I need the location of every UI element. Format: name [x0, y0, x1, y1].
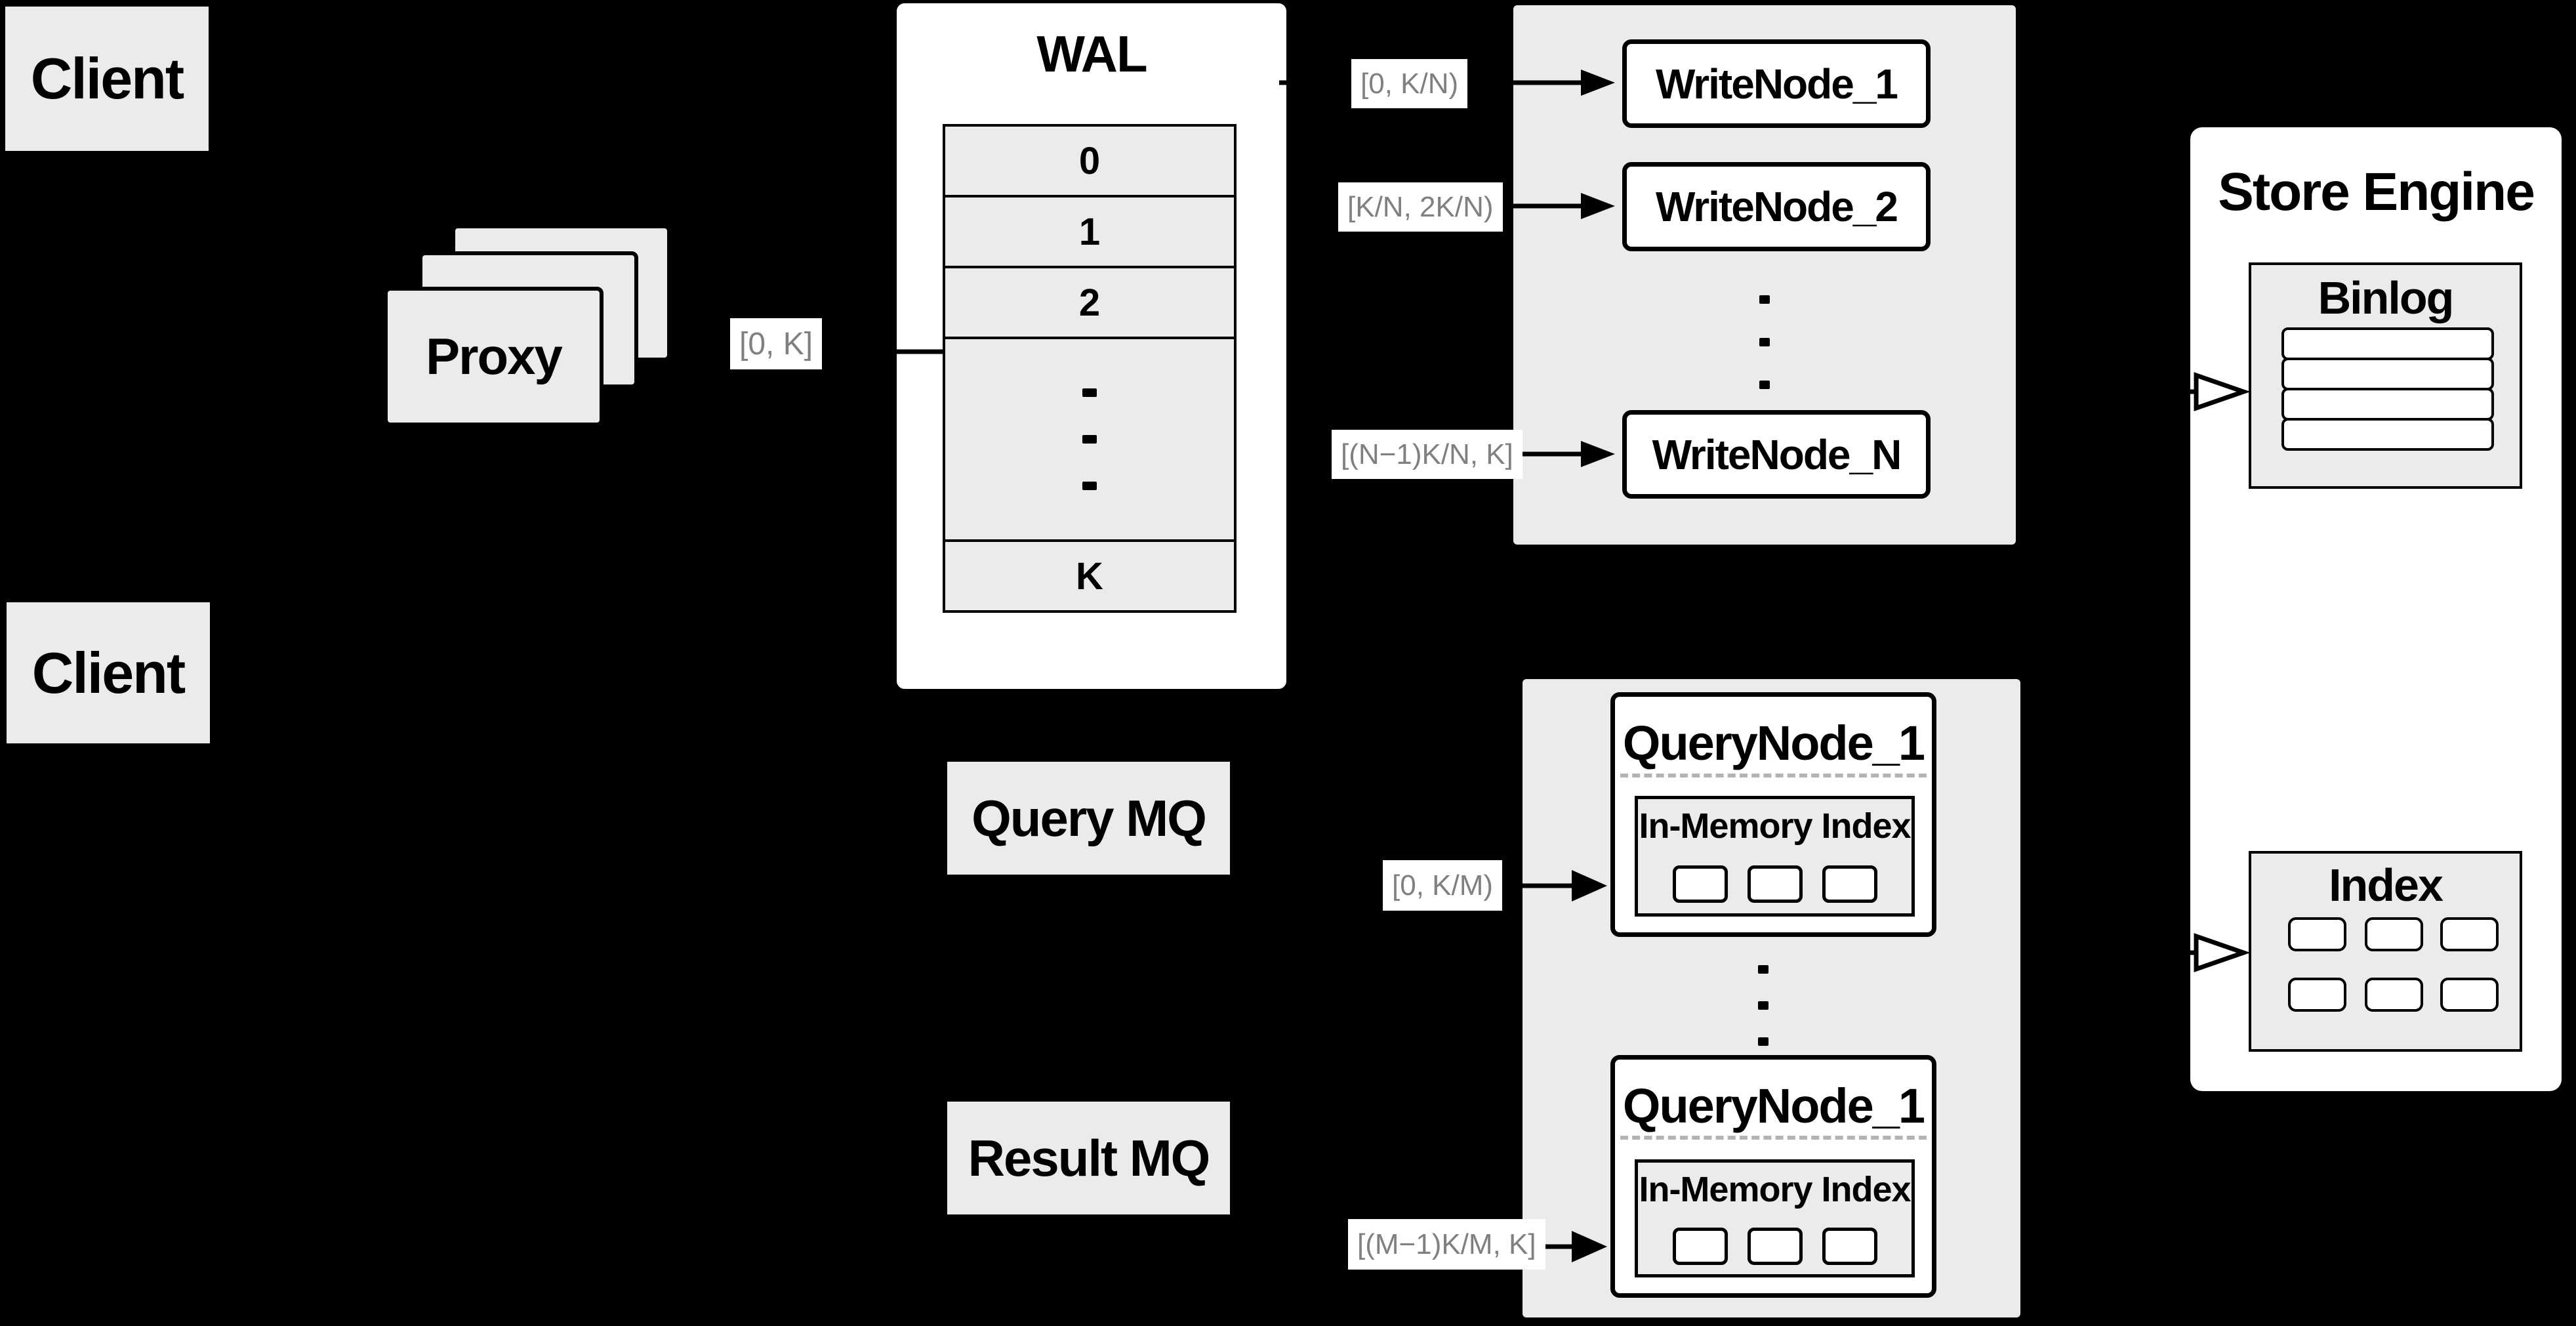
binlog-row [2281, 418, 2494, 451]
range-label-writenode-2: [K/N, 2K/N) [1338, 182, 1503, 232]
wal-row-2: 2 [943, 266, 1237, 339]
segment-square [1747, 1228, 1803, 1265]
range-label-querynode-2: [(M−1)K/M, K] [1348, 1219, 1545, 1270]
range-label-proxy: [0, K] [730, 318, 823, 369]
write-node-n: WriteNode_N [1622, 410, 1931, 499]
write-node-2: WriteNode_2 [1622, 162, 1931, 251]
range-label-querynode-1: [0, K/M) [1383, 860, 1503, 911]
segment-square [1747, 865, 1803, 903]
wal-row-ellipsis [943, 337, 1237, 542]
query-node-2: QueryNode_1 In-Memory Index [1610, 1055, 1936, 1298]
result-mq-box: Result MQ [947, 1102, 1230, 1214]
query-node-1: QueryNode_1 In-Memory Index [1610, 692, 1936, 937]
in-memory-index-title-2: In-Memory Index [1639, 1170, 1911, 1209]
segment-square [1822, 1228, 1877, 1265]
index-cell [2365, 978, 2423, 1012]
wal-row-2-label: 2 [1078, 281, 1101, 324]
proxy-card-front: Proxy [384, 287, 603, 426]
query-node-1-label: QueryNode_1 [1622, 716, 1925, 770]
wal-title: WAL [1036, 25, 1147, 83]
client-bottom-label: Client [31, 640, 186, 705]
arrow-to-index [2070, 933, 2251, 972]
segment-square [1672, 1228, 1728, 1265]
range-label-querynode-2-text: [(M−1)K/M, K] [1357, 1228, 1536, 1260]
write-ellipsis-dots-icon [1759, 278, 1770, 406]
wal-table: 0 1 2 K [943, 124, 1237, 613]
in-memory-index-title-1: In-Memory Index [1639, 806, 1911, 846]
dashed-divider [1620, 1136, 1927, 1140]
range-label-writenode-2-text: [K/N, 2K/N) [1347, 190, 1494, 223]
dashed-divider [1620, 774, 1927, 777]
range-label-writenode-1: [0, K/N) [1351, 59, 1468, 108]
in-memory-index-box-1: In-Memory Index [1635, 796, 1915, 917]
range-label-writenode-n-text: [(N−1)K/N, K] [1341, 438, 1513, 470]
wal-row-0-label: 0 [1078, 139, 1101, 182]
binlog-box: Binlog [2249, 262, 2522, 489]
index-cell [2440, 917, 2499, 951]
wal-row-k-label: K [1076, 554, 1103, 598]
query-mq-label: Query MQ [971, 789, 1207, 847]
proxy-label: Proxy [426, 327, 563, 385]
index-cell [2440, 978, 2499, 1012]
client-box-top: Client [5, 7, 209, 151]
segment-square [1822, 865, 1877, 903]
result-mq-label: Result MQ [968, 1129, 1211, 1187]
query-mq-box: Query MQ [947, 762, 1230, 875]
query-ellipsis-dots-icon [1758, 951, 1768, 1060]
range-label-writenode-1-text: [0, K/N) [1360, 67, 1459, 100]
client-box-bottom: Client [7, 602, 210, 743]
arrow-to-binlog [2070, 372, 2251, 411]
range-label-querynode-1-text: [0, K/M) [1392, 869, 1494, 901]
index-cell [2288, 978, 2346, 1012]
index-cell [2288, 917, 2346, 951]
index-box: Index [2249, 851, 2522, 1052]
range-label-proxy-text: [0, K] [739, 326, 813, 362]
index-cell [2365, 917, 2423, 951]
wal-row-k: K [943, 539, 1237, 613]
range-label-writenode-n: [(N−1)K/N, K] [1332, 430, 1523, 479]
client-top-label: Client [30, 46, 184, 111]
wal-row-1-label: 1 [1078, 210, 1101, 253]
query-node-2-label: QueryNode_1 [1622, 1079, 1925, 1133]
binlog-title: Binlog [2318, 272, 2455, 323]
write-node-2-label: WriteNode_2 [1655, 183, 1898, 230]
write-node-1-label: WriteNode_1 [1655, 60, 1898, 108]
in-memory-index-box-2: In-Memory Index [1635, 1159, 1915, 1277]
index-title: Index [2329, 860, 2443, 911]
segment-square [1672, 865, 1728, 903]
write-node-1: WriteNode_1 [1622, 39, 1931, 128]
store-engine-title: Store Engine [2218, 162, 2535, 222]
ellipsis-dots-icon [1082, 369, 1097, 509]
write-node-n-label: WriteNode_N [1652, 430, 1902, 478]
